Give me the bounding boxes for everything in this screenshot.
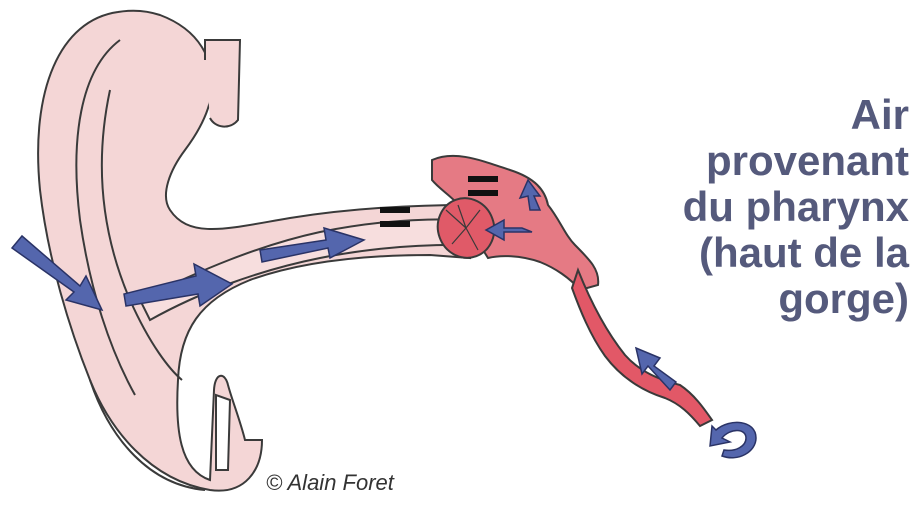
caption-line: Air <box>609 92 909 138</box>
ear-top-tube <box>205 40 240 127</box>
lobe-inner <box>216 395 230 470</box>
copyright-credit: © Alain Foret <box>266 470 394 496</box>
caption-line: du pharynx <box>609 184 909 230</box>
caption-line: (haut de la <box>609 230 909 276</box>
caption-line: gorge) <box>609 276 909 322</box>
caption-line: provenant <box>609 138 909 184</box>
caption-air-source: Air provenant du pharynx (haut de la gor… <box>609 92 909 322</box>
arrow-return <box>710 422 756 457</box>
